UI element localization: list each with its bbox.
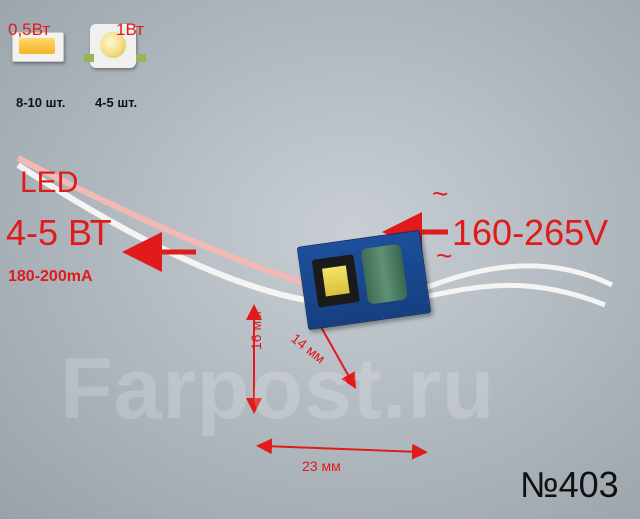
transformer (311, 254, 360, 308)
smd-led-power-label: 0,5Вт (8, 20, 51, 39)
output-title: LED (20, 166, 79, 199)
output-current: 180-200mA (8, 268, 93, 285)
smd-led-count: 8-10 шт. (16, 95, 66, 110)
width-arrow (256, 438, 428, 460)
power-led-power-label: 1Вт (116, 20, 145, 39)
input-tilde-top: ~ (432, 178, 449, 209)
led-driver-board (296, 229, 432, 331)
capacitor (360, 243, 409, 305)
output-power: 4-5 ВТ (6, 212, 112, 253)
power-led-count: 4-5 шт. (95, 95, 138, 110)
input-wire-1 (419, 263, 614, 293)
input-wire-2 (419, 282, 606, 308)
depth-arrow (312, 311, 356, 389)
input-tilde-bottom: ~ (436, 240, 453, 271)
width-label: 23 мм (302, 458, 341, 474)
input-voltage: 160-265V (452, 212, 609, 253)
smd-led-picture (12, 32, 64, 62)
watermark: Farpost.ru (60, 341, 496, 437)
power-led-picture (84, 24, 148, 68)
item-number: №403 (520, 464, 619, 505)
output-wire-red (16, 155, 306, 286)
